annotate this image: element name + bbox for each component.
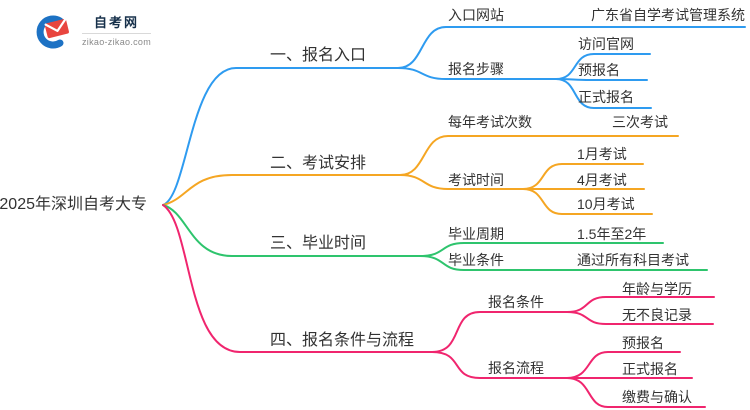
logo-title: 自考网: [94, 14, 140, 30]
node-condition-value[interactable]: 通过所有科目考试: [577, 252, 689, 268]
node-graduation-condition[interactable]: 毕业条件: [448, 252, 504, 268]
node-entry-site[interactable]: 入口网站: [448, 7, 504, 23]
node-no-bad-record[interactable]: 无不良记录: [622, 307, 692, 323]
node-registration-steps[interactable]: 报名步骤: [448, 61, 504, 77]
branch-exam-schedule[interactable]: 二、考试安排: [270, 155, 367, 172]
b4-main-line: [162, 204, 433, 353]
b1-step2-line: [555, 78, 648, 81]
b4-process-line: [431, 351, 568, 379]
node-visit-official-site[interactable]: 访问官网: [578, 36, 634, 52]
b2-main-line: [162, 174, 401, 206]
b4-conditions-line: [431, 311, 568, 353]
b1-step3-line: [555, 78, 652, 109]
b1-steps-line: [397, 67, 557, 80]
node-formal-registration-2[interactable]: 正式报名: [622, 361, 678, 377]
node-pre-registration[interactable]: 预报名: [578, 62, 620, 78]
logo-icon: [36, 15, 69, 49]
logo-domain: zikao-zikao.com: [82, 32, 152, 48]
branch-graduation-time[interactable]: 三、毕业时间: [270, 235, 367, 252]
node-cycle-value[interactable]: 1.5年至2年: [577, 226, 647, 242]
b2-examtime-line: [399, 174, 524, 190]
b2-oct-line: [522, 188, 653, 215]
branch-registration-entry[interactable]: 一、报名入口: [270, 47, 367, 64]
node-graduation-cycle[interactable]: 毕业周期: [448, 226, 504, 242]
b1-entrysite-line: [397, 26, 746, 69]
site-logo: 自考网 zikao-zikao.com: [30, 12, 152, 50]
b3-condition-line: [419, 255, 708, 271]
node-age-education[interactable]: 年龄与学历: [622, 281, 692, 297]
node-registration-conditions[interactable]: 报名条件: [488, 294, 544, 310]
b1-main-line: [162, 67, 399, 206]
node-formal-registration[interactable]: 正式报名: [578, 89, 634, 105]
node-exams-per-year[interactable]: 每年考试次数: [448, 114, 532, 130]
node-three-exams[interactable]: 三次考试: [612, 114, 668, 130]
node-october-exam[interactable]: 10月考试: [577, 196, 635, 212]
node-pre-registration-2[interactable]: 预报名: [622, 335, 664, 351]
b3-main-line: [162, 204, 421, 257]
b2-times-line: [399, 135, 679, 176]
node-exam-time[interactable]: 考试时间: [448, 172, 504, 188]
node-payment-confirmation[interactable]: 缴费与确认: [622, 389, 692, 405]
node-january-exam[interactable]: 1月考试: [577, 146, 627, 162]
b4-proc3-line: [566, 377, 706, 408]
node-entry-site-value[interactable]: 广东省自学考试管理系统: [591, 7, 745, 23]
root-node[interactable]: 2025年深圳自考大专: [0, 196, 147, 213]
branch-conditions-process[interactable]: 四、报名条件与流程: [270, 332, 415, 349]
node-registration-process[interactable]: 报名流程: [488, 360, 544, 376]
b4-cond2-line: [566, 311, 714, 325]
node-april-exam[interactable]: 4月考试: [577, 172, 627, 188]
